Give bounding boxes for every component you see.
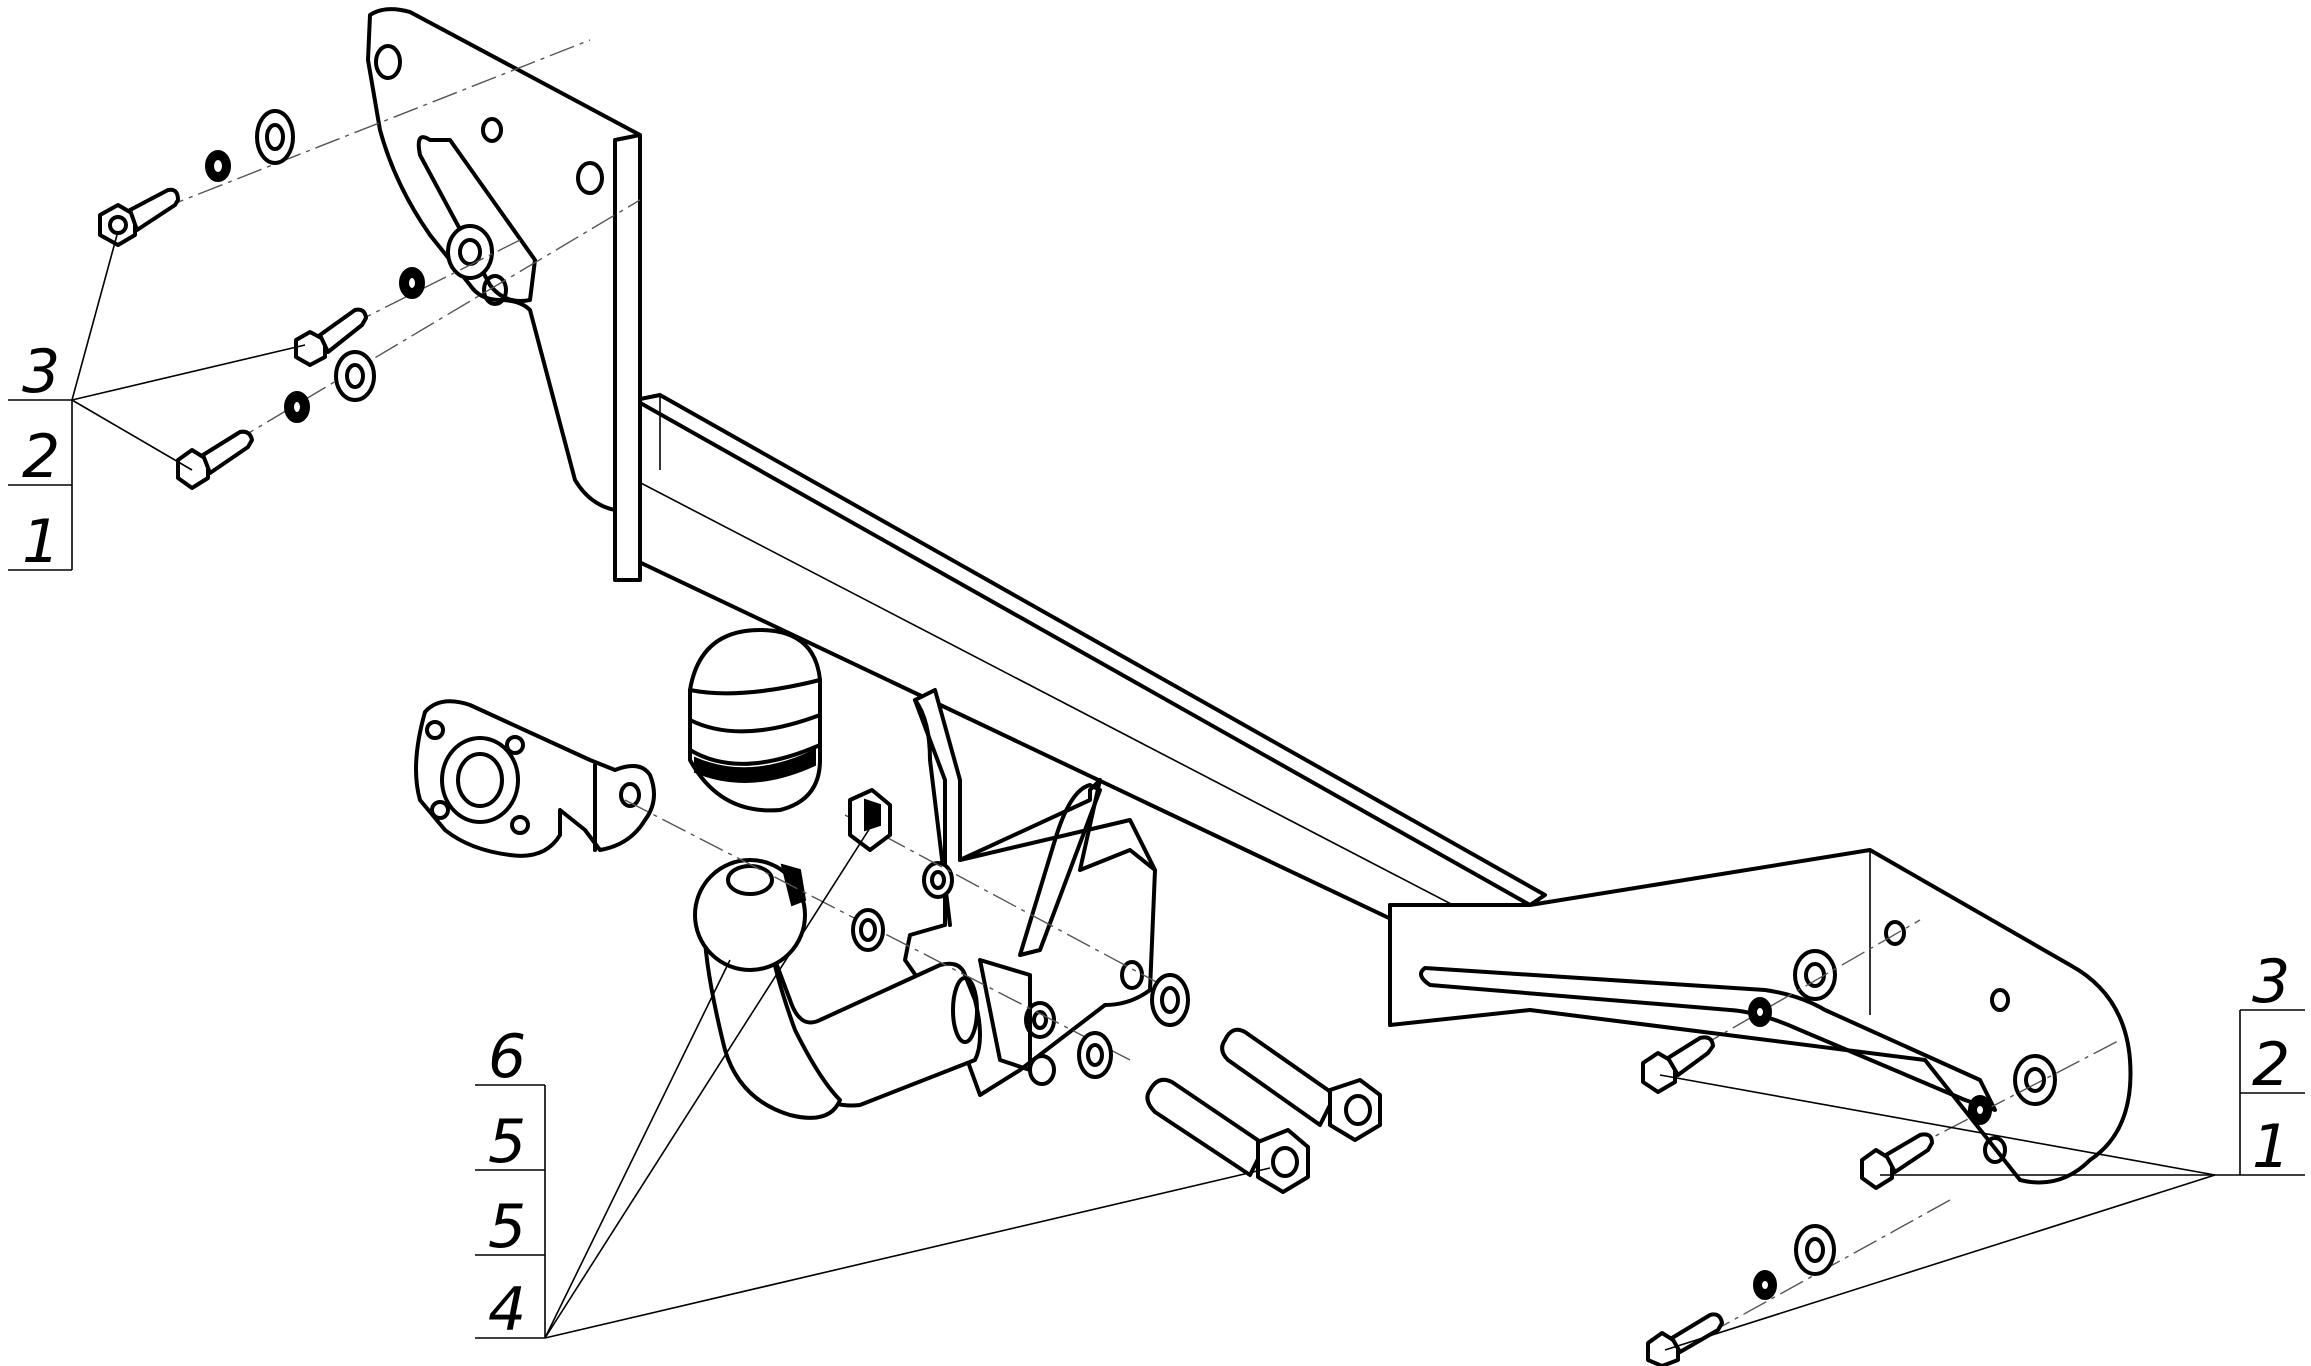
flat-washer-upper-left bbox=[255, 109, 295, 165]
flat-washer-lower-right bbox=[1794, 1224, 1836, 1276]
bolt-middle-left bbox=[294, 307, 368, 367]
electrical-socket-plate bbox=[414, 699, 656, 858]
right-callout-number: 3 bbox=[2252, 947, 2290, 1017]
bolt-middle-right bbox=[1860, 1132, 1934, 1190]
right-bracket-hardware bbox=[1641, 919, 2121, 1366]
right-callout-number: 2 bbox=[2252, 1030, 2290, 1100]
nut-and-washers-center bbox=[624, 788, 1191, 1079]
left-callout-number: 2 bbox=[22, 422, 60, 492]
ball-cover-cap bbox=[688, 628, 822, 813]
left-callout-stack: 3 2 1 bbox=[8, 337, 73, 577]
bolt-lower-right bbox=[1646, 1312, 1724, 1366]
long-bolt-lower bbox=[1145, 1077, 1310, 1194]
right-callout-number: 1 bbox=[2252, 1112, 2290, 1182]
tow-ball bbox=[693, 858, 807, 972]
left-callout-number: 1 bbox=[22, 507, 60, 577]
left-callout-leaders bbox=[71, 234, 306, 471]
left-bracket-hardware bbox=[98, 39, 641, 490]
bottom-callout-stack: 6 5 5 4 bbox=[475, 1022, 546, 1345]
lock-washer-hole bbox=[210, 156, 226, 176]
flat-washer-lower-left bbox=[334, 350, 376, 402]
bolt-lower-left bbox=[176, 429, 254, 490]
bolt-upper-left bbox=[98, 187, 180, 247]
bottom-callout-number: 6 bbox=[488, 1022, 526, 1092]
left-callout-number: 3 bbox=[22, 337, 60, 407]
left-mounting-bracket bbox=[366, 7, 642, 582]
bottom-callout-number: 5 bbox=[488, 1192, 526, 1262]
bottom-callout-number: 4 bbox=[488, 1275, 526, 1345]
right-callout-leaders bbox=[1659, 1074, 2216, 1351]
bolt-upper-right bbox=[1641, 1035, 1715, 1094]
bottom-callout-leaders bbox=[544, 819, 1271, 1339]
bottom-callout-number: 5 bbox=[488, 1107, 526, 1177]
right-callout-stack: 3 2 1 bbox=[2215, 947, 2305, 1182]
long-bolt-upper bbox=[1220, 1027, 1382, 1142]
